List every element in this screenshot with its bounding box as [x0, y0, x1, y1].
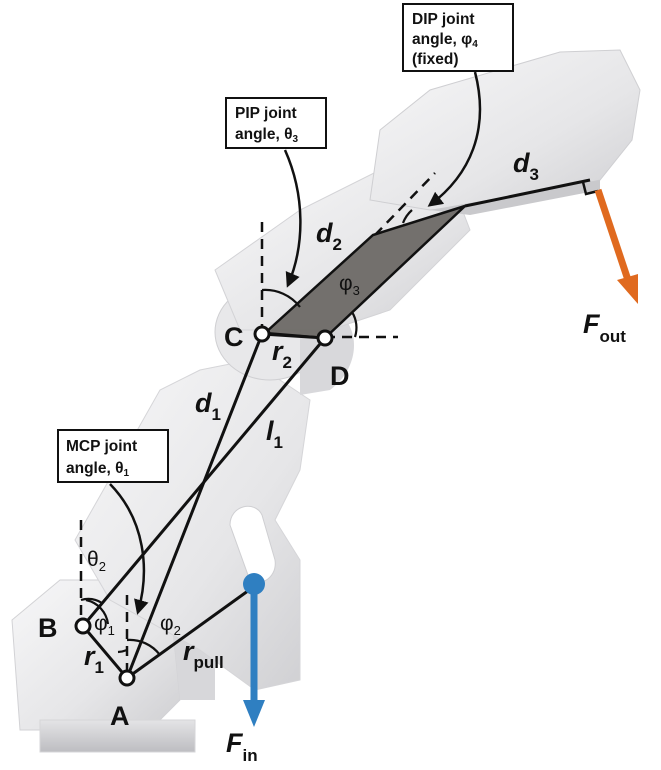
callout-dip-arrow [427, 71, 482, 207]
link-rpull [126, 586, 253, 680]
ref-line-dip [374, 172, 436, 236]
force-out [594, 188, 638, 304]
label-fin: Fin [226, 728, 258, 765]
joint-a [118, 669, 136, 687]
callout-mcp: MCP joint angle, θ1 [57, 429, 169, 615]
point-label-b: B [38, 613, 58, 643]
force-in [243, 573, 265, 727]
arc-theta3 [261, 288, 301, 308]
force-in-dot [243, 573, 265, 595]
callout-pip-arrow [283, 149, 302, 288]
distal-underside [430, 180, 600, 215]
label-phi2: φ2 [160, 612, 181, 638]
callout-pip-line1: PIP joint [235, 105, 297, 122]
arc-phi4 [401, 209, 413, 224]
right-angle-marker [581, 181, 599, 196]
force-out-shaft [594, 188, 632, 282]
callout-pip: PIP joint angle, θ3 [225, 97, 327, 288]
arc-phi1 [85, 598, 110, 625]
callout-dip-line2: angle, φ4 [412, 31, 478, 50]
force-in-arrowhead [243, 700, 265, 727]
label-l1: l1 [266, 416, 283, 452]
label-theta2: θ2 [87, 548, 106, 574]
arc-theta2 [80, 597, 103, 604]
base-foot [39, 719, 196, 753]
callout-mcp-line1: MCP joint [66, 438, 137, 455]
link-d3 [464, 178, 591, 208]
label-phi1: φ1 [94, 612, 115, 638]
callout-pip-box [225, 97, 327, 149]
callout-dip-line1: DIP joint [412, 11, 475, 28]
label-d3: d3 [513, 148, 539, 184]
arc-phi2 [126, 638, 161, 656]
angle-arcs [80, 209, 413, 656]
linkage-lines [81, 178, 591, 680]
joint-b [74, 617, 92, 635]
callout-dip-line3: (fixed) [412, 51, 459, 68]
point-label-a: A [110, 701, 130, 731]
joint-c [253, 325, 271, 343]
point-label-c: C [224, 322, 244, 352]
label-r1: r1 [84, 641, 104, 677]
arc-phi1-b [117, 648, 128, 654]
label-rpull: rpull [183, 636, 224, 672]
callout-dip-box [402, 3, 514, 72]
force-out-arrowhead [617, 274, 638, 304]
link-l1 [81, 337, 327, 627]
joint-d [316, 329, 334, 347]
link-r1 [81, 625, 129, 679]
point-label-d: D [330, 361, 350, 391]
label-d2: d2 [316, 218, 342, 254]
arc-phi3 [351, 311, 358, 338]
callout-mcp-arrow [109, 483, 149, 615]
label-r2: r2 [272, 336, 292, 372]
joints [74, 325, 334, 687]
label-d1: d1 [195, 388, 221, 424]
label-phi3: φ3 [339, 272, 360, 298]
link-r2 [261, 332, 326, 340]
reference-lines [79, 172, 436, 672]
label-fout: Fout [583, 309, 626, 346]
finger-body [11, 49, 641, 753]
callout-mcp-box [57, 429, 169, 483]
link-d1 [125, 333, 264, 679]
callout-pip-line2: angle, θ3 [235, 126, 298, 145]
callout-mcp-line2: angle, θ1 [66, 460, 129, 479]
callout-dip: DIP joint angle, φ4 (fixed) [402, 3, 514, 207]
distal-segment [369, 49, 641, 211]
